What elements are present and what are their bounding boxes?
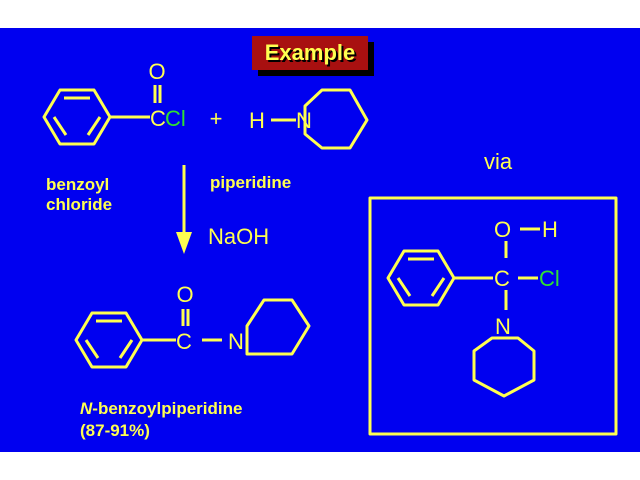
intermediate-box bbox=[368, 196, 618, 436]
ring-double-bond bbox=[84, 339, 100, 359]
product-name-prefix: N bbox=[80, 399, 93, 418]
title-box: Example bbox=[252, 36, 368, 70]
intermediate-carbon: C bbox=[494, 266, 510, 291]
ring-double-bond bbox=[396, 277, 412, 297]
product-name: N-benzoylpiperidine bbox=[80, 399, 242, 418]
intermediate-oxygen: O bbox=[494, 217, 511, 242]
product-oxygen: O bbox=[176, 282, 193, 307]
reaction-scheme: O C Cl + H N benzoyl chloride piperidine… bbox=[42, 59, 618, 440]
via-label: via bbox=[484, 149, 513, 174]
reactant2-hydrogen: H bbox=[249, 108, 265, 133]
piperidine-ring-product bbox=[245, 298, 311, 356]
product-nitrogen: N bbox=[228, 329, 244, 354]
reactant1-carbon: C bbox=[150, 106, 166, 131]
slide-title: Example bbox=[264, 40, 356, 65]
piperidine-ring-intermediate bbox=[472, 336, 536, 398]
plus-sign: + bbox=[210, 106, 223, 131]
slide-background: Example bbox=[0, 28, 640, 452]
reactant1-oxygen: O bbox=[148, 59, 165, 84]
ring-double-bond bbox=[430, 277, 446, 297]
product-yield: (87-91%) bbox=[80, 421, 150, 440]
piperidine-ring-reactant bbox=[303, 88, 369, 150]
intermediate-hydrogen: H bbox=[542, 217, 558, 242]
ring-double-bond bbox=[86, 116, 102, 136]
ring-double-bond bbox=[118, 339, 134, 359]
reactant1-name-line1: benzoyl bbox=[46, 175, 109, 194]
reactant2-name: piperidine bbox=[210, 173, 291, 192]
reagent-label: NaOH bbox=[208, 224, 269, 249]
reactant1-chlorine: Cl bbox=[165, 106, 186, 131]
intermediate-chlorine: Cl bbox=[539, 266, 560, 291]
product-name-rest: -benzoylpiperidine bbox=[92, 399, 242, 418]
reactant2-nitrogen: N bbox=[296, 108, 312, 133]
product-carbon: C bbox=[176, 329, 192, 354]
ring-double-bond bbox=[52, 116, 68, 136]
reaction-arrow-head bbox=[176, 232, 192, 254]
intermediate-nitrogen: N bbox=[495, 314, 511, 339]
reactant1-name-line2: chloride bbox=[46, 195, 112, 214]
